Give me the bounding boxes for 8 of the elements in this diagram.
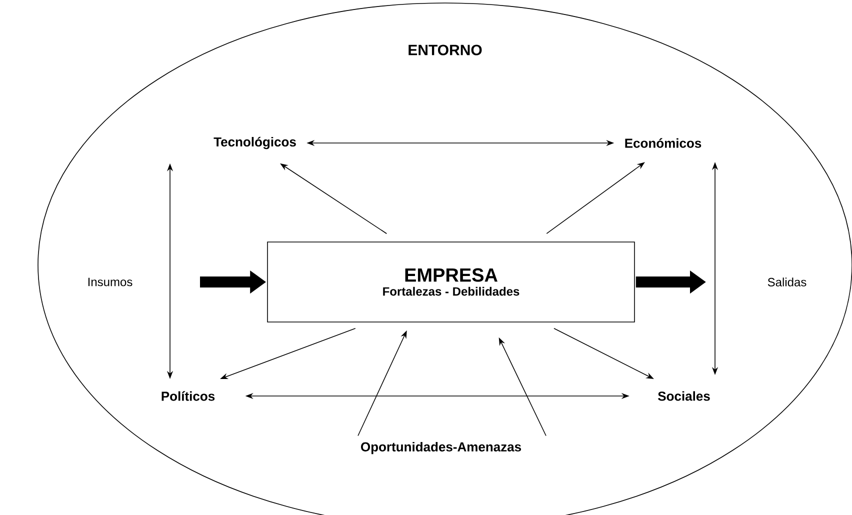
flow-label: Salidas (768, 278, 806, 286)
factor-label: Sociales (658, 391, 710, 401)
factor-label: Económicos (625, 138, 702, 148)
company-box: EMPRESA Fortalezas - Debilidades (267, 242, 635, 322)
factor-label: Políticos (162, 391, 215, 401)
flow-label: Insumos (88, 278, 132, 286)
factor-label: Tecnológicos (214, 136, 296, 150)
factor-label: Oportunidades-Amenazas (361, 442, 521, 454)
